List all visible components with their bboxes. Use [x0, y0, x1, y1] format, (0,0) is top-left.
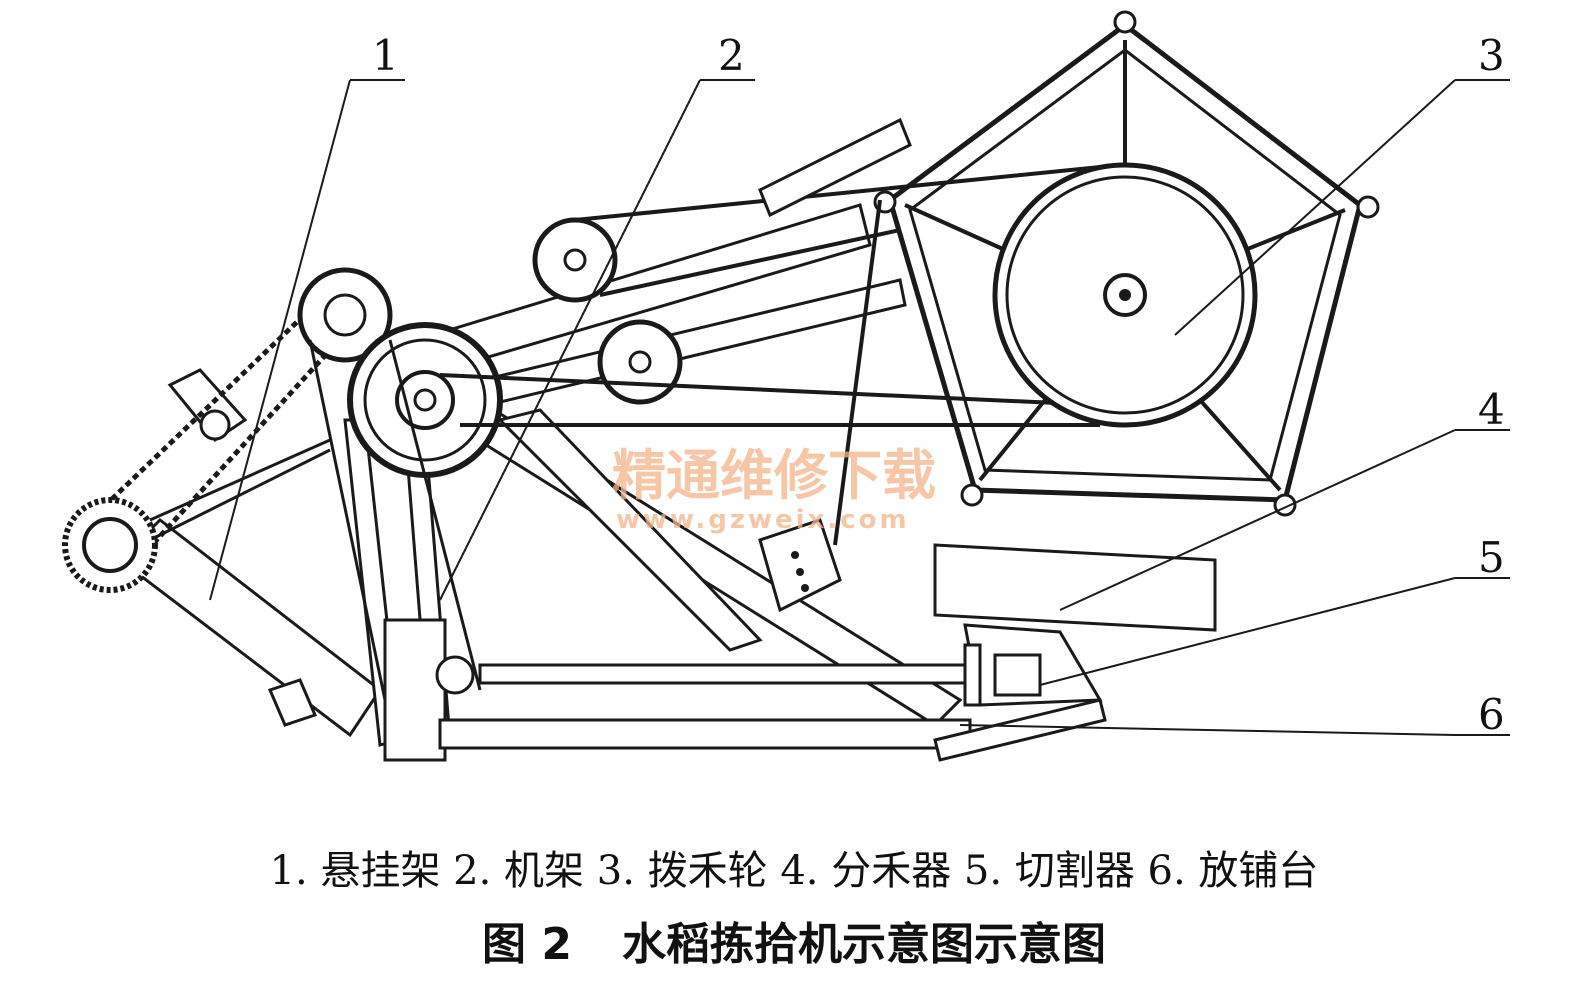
- cutter-bar: [933, 643, 1107, 762]
- reel: [758, 10, 1380, 546]
- figure-legend: 1. 悬挂架 2. 机架 3. 拨禾轮 4. 分禾器 5. 切割器 6. 放铺台: [269, 848, 1319, 894]
- figure-title: 水稻拣拾机示意图示意图: [621, 919, 1106, 970]
- drive-pulleys: [297, 163, 1121, 701]
- figure-caption: 图 2 水稻拣拾机示意图示意图: [0, 908, 1588, 972]
- callout-6: 6: [1478, 690, 1505, 739]
- callout-2: 2: [718, 31, 745, 80]
- callout-5: 5: [1478, 533, 1505, 582]
- callout-leaders: [209, 79, 1510, 736]
- figure-label: 图 2: [482, 919, 572, 970]
- callout-3: 3: [1478, 31, 1505, 80]
- hanging-frame: [62, 298, 383, 738]
- callout-1: 1: [372, 31, 399, 80]
- watermark-text: 精通维修下载: [612, 444, 936, 507]
- watermark-url: www.gzweix.com: [616, 505, 910, 535]
- callout-4: 4: [1478, 385, 1505, 434]
